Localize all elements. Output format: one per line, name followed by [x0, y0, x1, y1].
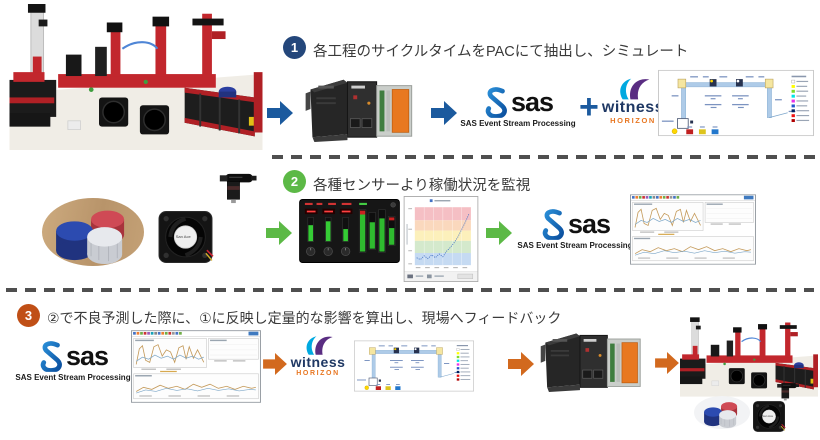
arrow-right-icon — [655, 352, 679, 374]
sensor-monitor-panel-screenshot — [299, 199, 400, 263]
step3-title: ②で不良予測した際に、①に反映し定量的な影響を算出し、現場へフィードバック — [47, 310, 562, 326]
workpiece-pucks-photo — [42, 198, 144, 266]
sas-logo-icon — [38, 340, 64, 372]
witness-wordmark: witness — [290, 354, 346, 370]
step2-badge: 2 — [283, 170, 306, 193]
step1-title: 各工程のサイクルタイムをPACにて抽出し、シミュレート — [313, 44, 689, 60]
sas-caption: SAS Event Stream Processing — [460, 119, 576, 128]
pac-controller-photo — [538, 326, 653, 394]
fan-brand-label: San Ace — [762, 414, 774, 419]
arrow-right-icon — [508, 352, 534, 376]
fan-brand-label: San Ace — [175, 233, 191, 239]
sas-caption: SAS Event Stream Processing — [517, 241, 633, 250]
arrow-right-icon — [431, 101, 457, 125]
step3-badge: 3 — [17, 304, 40, 327]
cooling-fan-photo: San Ace — [752, 399, 786, 434]
arrow-right-icon — [267, 101, 293, 125]
sas-wordmark: sas — [567, 208, 611, 239]
sas-caption: SAS Event Stream Processing — [15, 373, 131, 382]
cooling-fan-photo: San Ace — [157, 207, 214, 267]
sas-esp-logo: sas SAS Event Stream Processing — [15, 340, 131, 382]
witness-simulation-screenshot — [658, 68, 814, 138]
workpiece-pucks-photo — [694, 396, 750, 429]
step1-badge: 1 — [283, 36, 306, 59]
sas-logo-icon — [483, 86, 509, 118]
witness-simulation-screenshot — [354, 334, 474, 398]
dashed-separator — [6, 288, 814, 292]
step1-number: 1 — [290, 40, 299, 55]
witness-horizon-logo: witness HORIZON — [601, 76, 665, 125]
esp-streamviewer-dashboard-screenshot — [630, 194, 756, 265]
sas-logo-icon — [540, 208, 566, 240]
sas-wordmark: sas — [65, 340, 109, 371]
arrow-right-icon — [266, 221, 292, 245]
flow-sensor-photo — [770, 382, 800, 401]
witness-subtitle: HORIZON — [610, 116, 656, 125]
esp-streamviewer-dashboard-screenshot — [131, 330, 261, 403]
witness-horizon-logo: witness HORIZON — [289, 334, 347, 377]
factory-model-photo — [8, 4, 264, 150]
plus-icon: + — [579, 88, 599, 126]
dashed-separator — [272, 155, 818, 159]
arrow-right-icon — [263, 353, 287, 375]
arrow-right-icon — [486, 221, 512, 245]
witness-wordmark: witness — [601, 99, 665, 116]
step2-title: 各種センサーより稼働状況を監視 — [313, 178, 531, 194]
sas-esp-logo: sas SAS Event Stream Processing — [517, 208, 633, 250]
flow-sensor-photo — [207, 172, 259, 204]
sas-wordmark: sas — [510, 86, 554, 117]
step3-number: 3 — [24, 308, 33, 323]
sas-esp-logo: sas SAS Event Stream Processing — [458, 86, 578, 128]
pac-controller-photo — [301, 72, 427, 144]
witness-subtitle: HORIZON — [296, 370, 340, 377]
step2-number: 2 — [290, 174, 299, 189]
threshold-band-chart-screenshot — [401, 196, 481, 282]
